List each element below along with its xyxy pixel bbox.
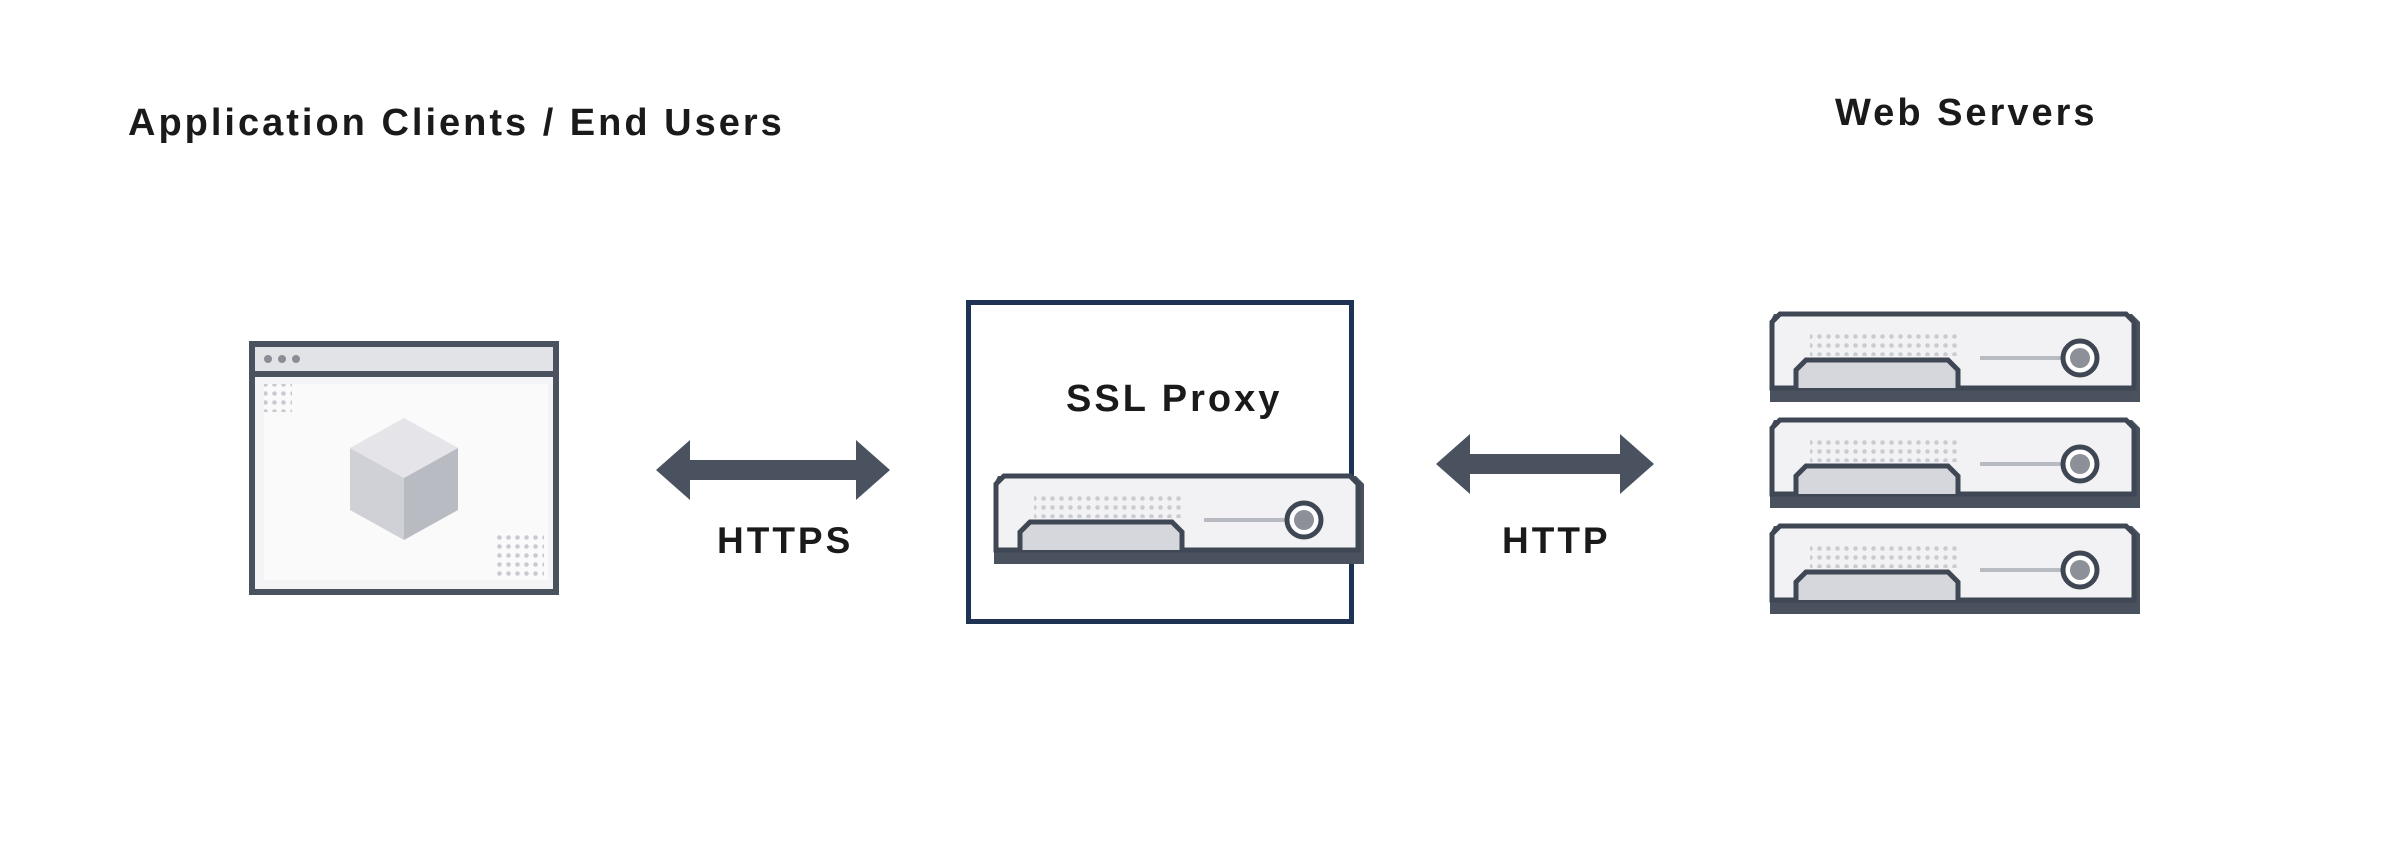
https-arrow [656,440,890,500]
clients-label: Application Clients / End Users [128,102,785,144]
server-unit-icon [994,476,1364,564]
http-label: HTTP [1502,520,1611,561]
http-arrow [1436,434,1654,494]
servers-label: Web Servers [1835,92,2098,134]
server-unit-icon [1770,314,2140,402]
browser-window-cube-icon [249,341,559,595]
ssl-proxy-label: SSL Proxy [1066,378,1283,420]
server-unit-icon [1770,420,2140,508]
https-label: HTTPS [717,520,854,561]
server-unit-icon [1770,526,2140,614]
ssl-proxy-box [966,300,1354,624]
server-rack-icon [1770,314,2140,614]
